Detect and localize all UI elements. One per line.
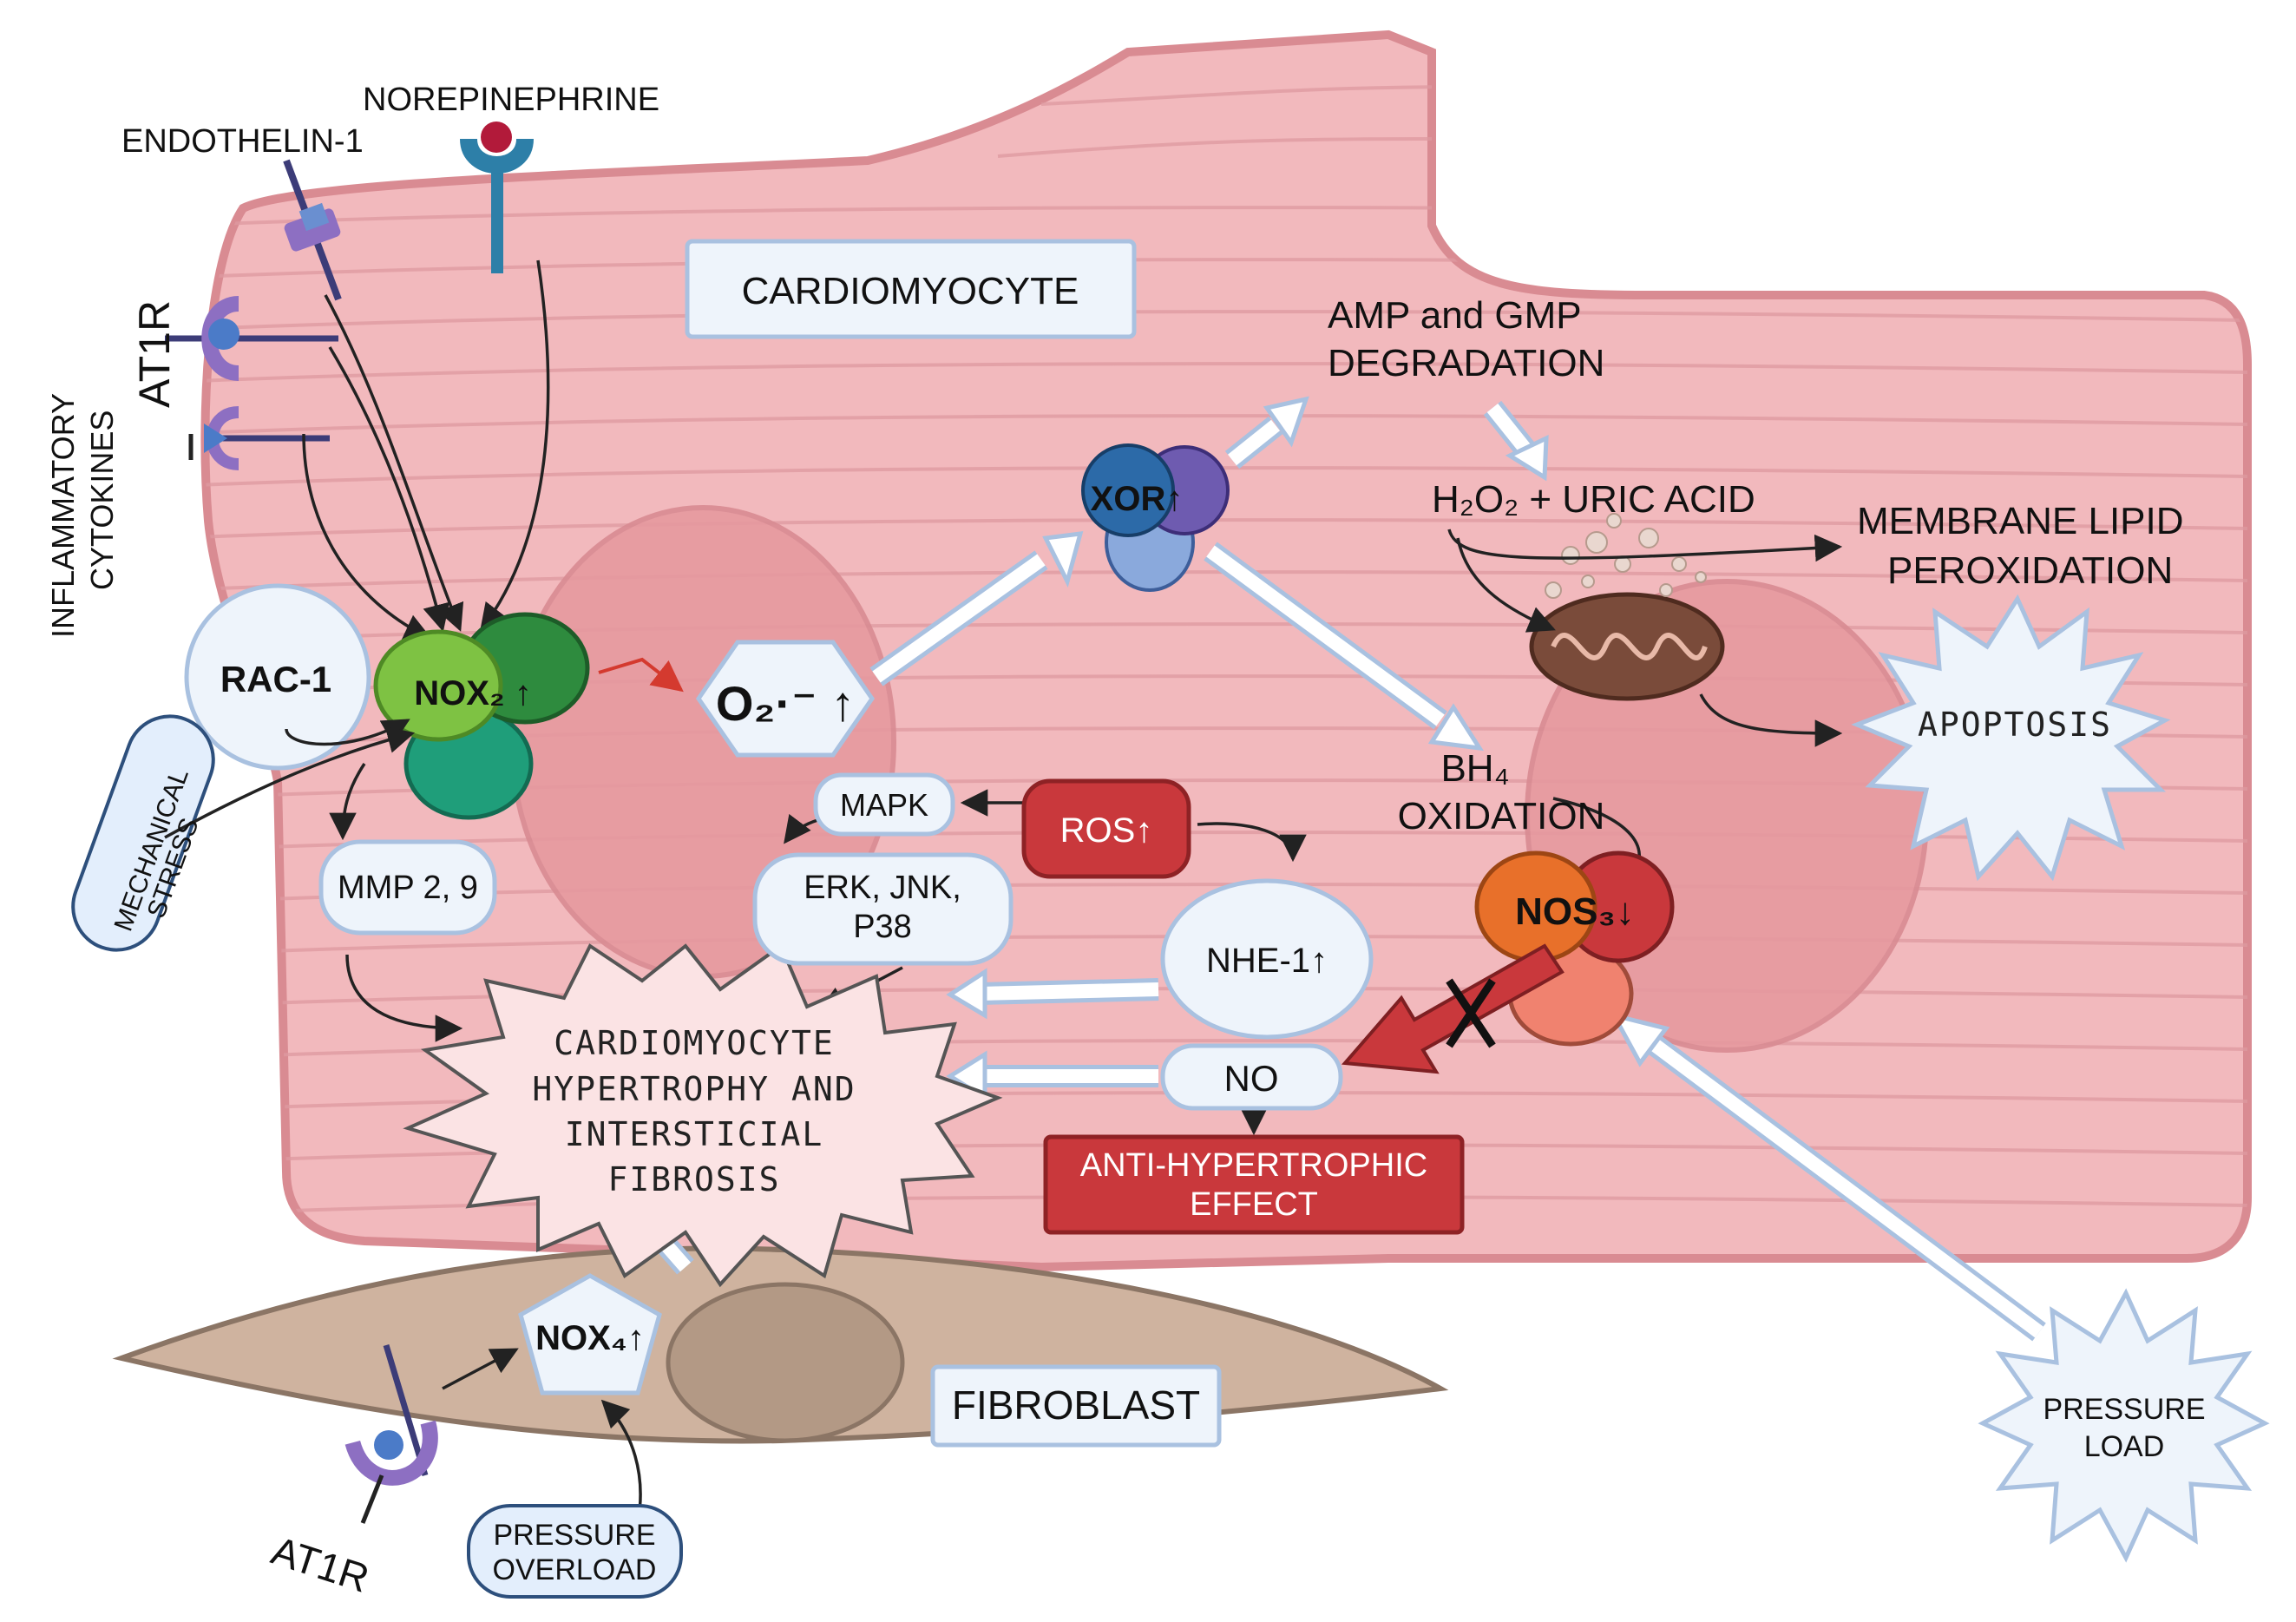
no-label: NO [1224,1058,1279,1099]
mechanical-stress-pill [71,714,215,952]
nox2-complex-icon [373,612,590,820]
amp-gmp-label-line1: AMP and GMP [1328,294,1582,337]
amp-gmp-label-line2: DEGRADATION [1328,342,1604,384]
nox2-input-arrows [164,719,416,841]
apoptosis-burst [1851,594,2171,882]
nhe1-node [1160,878,1374,1040]
mitochondria-icon [1529,513,1725,701]
hollow-arrow-heads [640,396,1670,1244]
cardiomyocyte-label: CARDIOMYOCYTE [742,270,1079,312]
membrane-lipid-label-line1: MEMBRANE LIPID [1857,500,2184,542]
o2-superoxide-label: O₂·⁻ ↑ [716,676,855,731]
hypertrophy-label-line3: INTERSTICIAL [565,1115,824,1153]
hypertrophy-label-line4: FIBROSIS [607,1160,780,1198]
pressure-overload-pill [467,1504,683,1599]
norepinephrine-label: NOREPINEPHRINE [363,82,659,118]
inhibition-cross-icon [1446,978,1496,1048]
fibroblast-label-box [930,1364,1222,1448]
rac1-node [184,583,371,771]
at1r-bottom-label: AT1R [266,1527,375,1601]
endothelin-receptor-icon [283,159,342,301]
nhe1-label: NHE-1↑ [1206,942,1328,980]
inflammatory-label-line2: CYTOKINES [84,410,120,590]
membrane-lipid-label-line2: PEROXIDATION [1887,549,2173,592]
hypertrophy-label-line2: HYPERTROPHY AND [532,1070,856,1108]
o2-superoxide-hexagon [695,640,876,758]
xor-label: XOR↑ [1091,480,1184,518]
fibroblast-label: FIBROBLAST [952,1382,1200,1428]
hollow-pathway-arrows [646,400,2046,1342]
erk-label-line1: ERK, JNK, [804,870,961,906]
fibroblast-nucleus [666,1282,905,1443]
ros-label: ROS↑ [1060,811,1153,850]
h2o2-uric-acid-label: H₂O₂ + URIC ACID [1432,478,1755,521]
bh4-label-line2: OXIDATION [1398,795,1605,837]
nox2-label: NOX₂ ↑ [414,674,532,712]
nos3-label: NOS₃↓ [1515,890,1635,933]
endothelin-label: ENDOTHELIN-1 [121,123,364,160]
anti-hypertrophic-label-line1: ANTI-HYPERTROPHIC [1080,1147,1427,1184]
rac1-label: RAC-1 [220,659,331,699]
nox4-pentagon [518,1273,662,1395]
pressure-overload-label-line2: OVERLOAD [493,1553,657,1586]
hypertrophy-burst [403,942,1003,1288]
cardiomyocyte-label-box [685,239,1137,339]
pressure-load-label-line2: LOAD [2084,1430,2165,1463]
nox2-to-o2-arrow [598,657,684,693]
nos3-complex-icon [1474,850,1675,1047]
apoptosis-label: APOPTOSIS [1918,706,2112,744]
anti-hypertrophic-label-line2: EFFECT [1190,1186,1318,1223]
norepinephrine-receptor-icon [460,121,534,273]
mmp-box [318,839,497,936]
at1r-top-receptor-icon [165,296,338,381]
ros-box [1021,778,1191,879]
bh4-label-line1: BH₄ [1440,747,1509,790]
at1r-bottom-receptor-icon [344,1343,438,1524]
pressure-overload-label-line1: PRESSURE [493,1519,655,1552]
nox4-label: NOX₄↑ [535,1319,645,1357]
anti-hypertrophic-box [1043,1134,1465,1235]
cytokine-receptor-icon [188,406,330,470]
receptor-to-nox2-arrows [302,259,550,640]
no-box [1160,1043,1343,1111]
at1r-top-label: AT1R [130,300,179,408]
erk-label-line2: P38 [853,909,912,945]
pressure-load-burst [1978,1288,2270,1563]
inflammatory-label-line1: INFLAMMATORY [45,393,81,638]
mapk-label: MAPK [840,787,928,823]
pressure-load-label-line1: PRESSURE [2043,1393,2205,1426]
xor-complex-icon [1081,443,1230,592]
mmp-label: MMP 2, 9 [338,870,478,906]
mapk-box [813,772,955,837]
hypertrophy-label-line1: CARDIOMYOCYTE [554,1024,834,1062]
nos3-to-no-red-arrow [1341,943,1565,1074]
erk-box [752,852,1014,966]
